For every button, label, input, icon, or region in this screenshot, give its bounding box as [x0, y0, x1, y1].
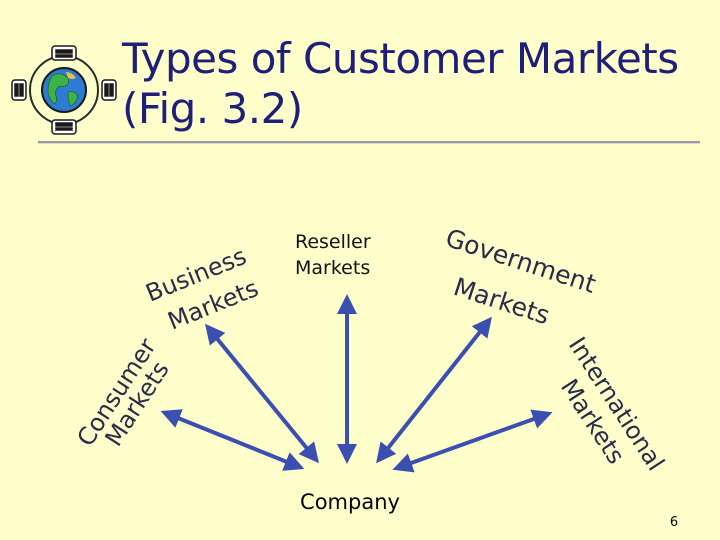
- title-divider: [38, 141, 700, 143]
- arrow-government: [376, 316, 492, 464]
- arrow-consumer: [160, 409, 305, 471]
- slide-title: Types of Customer Markets (Fig. 3.2): [122, 34, 702, 134]
- arrow-international: [392, 409, 553, 473]
- reseller-markets-label: Reseller Markets: [295, 229, 371, 281]
- title-divider-shadow: [38, 143, 700, 144]
- title-line-2: (Fig. 3.2): [122, 84, 303, 133]
- reseller-markets-line2: Markets: [295, 257, 371, 279]
- company-label: Company: [300, 490, 400, 514]
- globe-icon: [11, 45, 117, 135]
- reseller-markets-line1: Reseller: [295, 231, 371, 253]
- page-number: 6: [669, 515, 679, 530]
- arrow-business: [204, 323, 320, 464]
- title-line-1: Types of Customer Markets: [122, 34, 679, 83]
